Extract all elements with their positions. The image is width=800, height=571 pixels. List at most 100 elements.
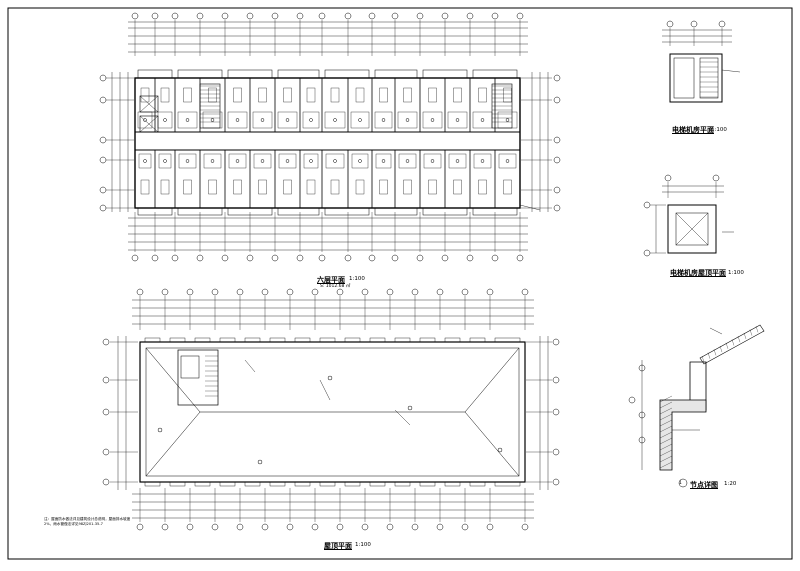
- floor-plan-axis-bubble: [151, 12, 159, 20]
- detail-wall-hatch: [659, 401, 673, 409]
- floor-plan-axis-bubble: [516, 254, 524, 262]
- roof-plan-bay: [169, 481, 186, 487]
- detail-marker-circle: [678, 478, 688, 488]
- floor-plan-fixture: [358, 118, 362, 122]
- floor-plan-axis-bubble: [99, 156, 107, 164]
- detail-roof-hatch: [713, 349, 717, 356]
- floor-plan-fixture: [163, 159, 167, 163]
- elevator-room-stair: [699, 57, 719, 99]
- roof-plan-axis-bubble: [261, 523, 269, 531]
- floor-plan-axis-bubble: [246, 12, 254, 20]
- roof-plan-bay: [369, 337, 386, 343]
- roof-plan-axis-bubble: [136, 523, 144, 531]
- floor-plan-fixture: [185, 159, 190, 163]
- floor-plan-fixture: [309, 118, 313, 122]
- roof-plan-axis-bubble: [102, 408, 110, 416]
- roof-plan-scale: 1:100: [355, 542, 371, 548]
- floor-plan-axis-bubble: [491, 12, 499, 20]
- detail-wall-hatch: [659, 449, 673, 457]
- floor-plan-bed: [306, 87, 316, 103]
- roof-plan-bay: [144, 337, 161, 343]
- floor-plan-bed: [160, 87, 170, 103]
- roof-plan-bay: [394, 337, 411, 343]
- floor-plan-bed: [140, 87, 150, 103]
- floor-plan-elevator-x: [139, 95, 159, 113]
- detail-roof-slab: [699, 324, 765, 365]
- floor-plan-fixture: [405, 159, 410, 163]
- floor-plan-bed: [208, 179, 217, 195]
- floor-plan-fixture: [333, 159, 337, 163]
- floor-plan-bathroom: [350, 111, 370, 129]
- roof-plan-axis-bubble: [211, 288, 219, 296]
- floor-plan-fixture: [260, 159, 265, 163]
- floor-plan-fixture: [309, 159, 313, 163]
- roof-plan-bay: [444, 337, 461, 343]
- elevator-room-plan-scale: 1:100: [711, 127, 727, 133]
- elevator-room-plan-title: 电梯机房平面: [672, 126, 714, 134]
- roof-plan-bay: [294, 481, 311, 487]
- floor-plan-fixture: [505, 159, 510, 163]
- detail-cornice: [659, 399, 707, 471]
- roof-plan-axis-bubble: [521, 288, 529, 296]
- floor-plan-outer-wall: [134, 77, 521, 209]
- roof-plan-axis-bubble: [486, 523, 494, 531]
- detail-roof-hatch: [719, 346, 723, 353]
- elevator-room-shaft: [673, 57, 695, 99]
- floor-plan-bathroom: [448, 153, 467, 169]
- roof-plan-title: 屋顶平面: [324, 542, 352, 550]
- roof-plan-axis-bubble: [521, 523, 529, 531]
- floor-plan-axis-bubble: [271, 12, 279, 20]
- floor-plan-axis-bubble: [491, 254, 499, 262]
- detail-elevation-marker: [628, 396, 636, 404]
- roof-plan-bay: [194, 481, 211, 487]
- roof-plan-bay: [144, 481, 161, 487]
- roof-plan-drain: [407, 405, 413, 411]
- floor-plan-axis-bubble: [516, 12, 524, 20]
- roof-plan-bay: [319, 337, 336, 343]
- roof-plan-axis-bubble: [386, 523, 394, 531]
- floor-plan-axis-bubble: [99, 74, 107, 82]
- roof-plan-bay: [419, 337, 436, 343]
- roof-plan-bay: [219, 481, 236, 487]
- roof-plan-axis-bubble: [186, 288, 194, 296]
- roof-plan-axis-bubble: [552, 408, 560, 416]
- floor-plan-fixture: [381, 118, 386, 122]
- floor-plan-bathroom: [351, 153, 369, 169]
- floor-plan-elevator-shaft: [139, 115, 159, 133]
- roof-plan-bay: [194, 337, 211, 343]
- floor-plan-bed: [183, 87, 192, 103]
- floor-plan-fixture: [163, 118, 167, 122]
- floor-plan-bathroom: [302, 111, 320, 129]
- roof-plan-bay: [344, 337, 361, 343]
- floor-plan-balcony: [324, 207, 370, 216]
- floor-plan-bed: [258, 87, 267, 103]
- roof-plan-drain: [497, 447, 503, 453]
- floor-plan-axis-bubble: [99, 186, 107, 194]
- roof-plan-bay: [419, 481, 436, 487]
- detail-wall-hatch: [659, 413, 673, 421]
- floor-plan-bed: [355, 179, 365, 195]
- roof-plan-slope-arrow: [244, 359, 256, 373]
- floor-plan-elevator-shaft: [139, 95, 159, 113]
- elevator-room-roof-plan-scale: 1:100: [728, 270, 744, 276]
- roof-plan-axis-bubble: [211, 523, 219, 531]
- floor-plan-axis-bubble: [416, 12, 424, 20]
- roof-drainage-note: 注：屋面防水做法详见建筑设计总说明，屋面排水坡度2%，雨水管做法详见98ZJ20…: [44, 517, 131, 526]
- floor-plan-bed: [183, 179, 192, 195]
- floor-plan-bathroom: [158, 153, 172, 169]
- floor-plan-bed: [140, 179, 150, 195]
- detail-roof-hatch: [725, 342, 729, 349]
- roof-plan-bay: [469, 481, 486, 487]
- floor-plan-axis-bubble: [196, 12, 204, 20]
- floor-plan-fixture: [143, 159, 147, 163]
- floor-plan-balcony: [472, 69, 518, 79]
- roof-plan-axis-bubble: [311, 523, 319, 531]
- floor-plan-axis-bubble: [416, 254, 424, 262]
- floor-plan-fixture: [358, 159, 362, 163]
- detail-wall-hatch: [659, 425, 673, 433]
- roof-plan-axis-bubble: [486, 288, 494, 296]
- roof-plan-axis-bubble: [102, 478, 110, 486]
- roof-plan-hip-line: [145, 411, 201, 477]
